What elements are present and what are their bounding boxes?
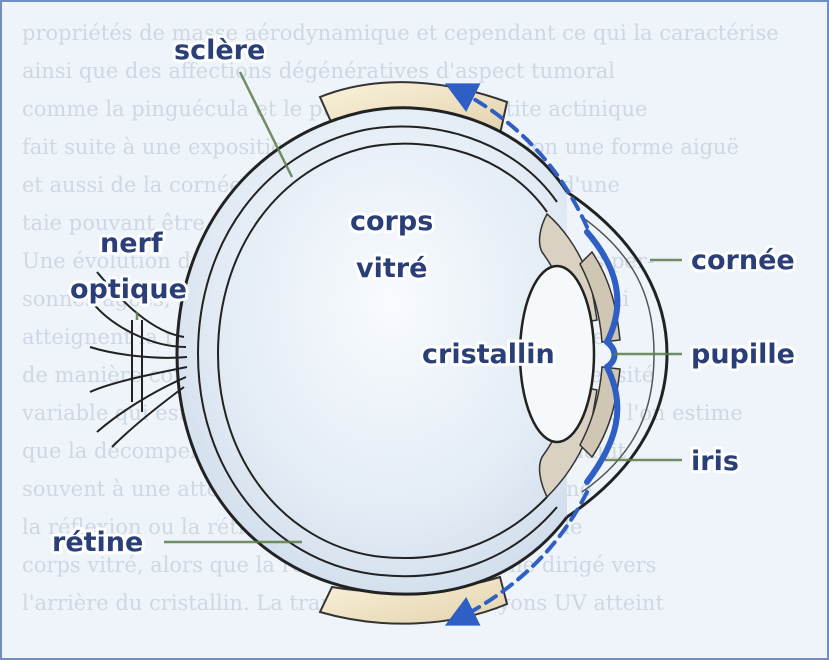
label-cornee: cornée bbox=[691, 245, 795, 276]
label-pupille: pupille bbox=[691, 339, 795, 370]
background-text-line: propriétés de masse aérodynamique et cep… bbox=[22, 21, 779, 45]
label-nerf: nerf bbox=[100, 228, 163, 259]
flow-to-pupil bbox=[607, 342, 615, 367]
label-iris: iris bbox=[691, 446, 739, 477]
background-text-line: ainsi que des affections dégénératives d… bbox=[22, 59, 615, 83]
label-optique: optique bbox=[70, 274, 187, 305]
label-retine: rétine bbox=[52, 527, 143, 558]
label-vitre: vitré bbox=[356, 253, 427, 284]
label-cristallin: cristallin bbox=[422, 339, 555, 370]
label-corps: corps bbox=[350, 206, 433, 237]
label-sclere: sclère bbox=[174, 35, 265, 66]
